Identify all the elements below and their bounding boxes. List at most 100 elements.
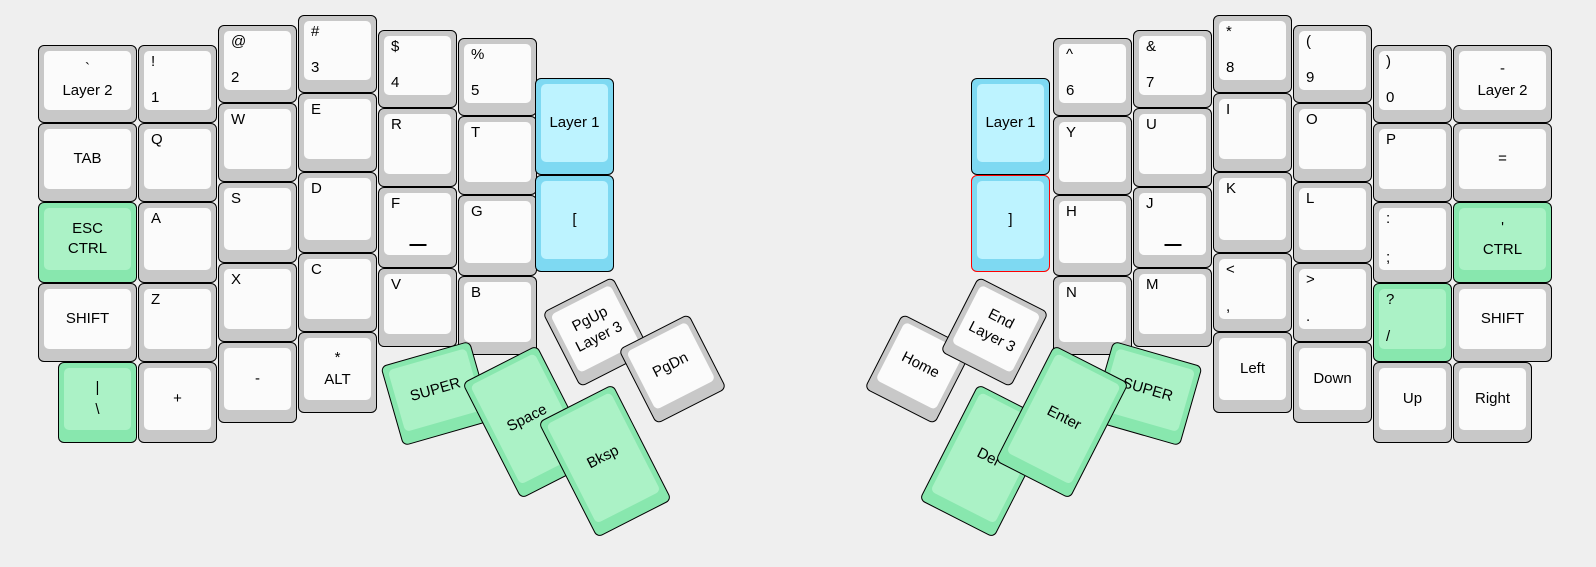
- key-legend-main: 3: [311, 59, 320, 77]
- key-f[interactable]: F: [378, 187, 457, 268]
- key-t[interactable]: T: [458, 116, 537, 195]
- key-legend-main: Y: [1066, 124, 1077, 141]
- key-1[interactable]: !1: [138, 45, 217, 123]
- key-layer1-right[interactable]: Layer 1: [971, 78, 1050, 175]
- key-c[interactable]: C: [298, 253, 377, 332]
- key-legend-main: SUPER: [1120, 373, 1175, 405]
- key-down[interactable]: Down: [1293, 342, 1372, 423]
- key-legend-main: =: [1498, 149, 1507, 167]
- key-i[interactable]: I: [1213, 93, 1292, 172]
- key-left[interactable]: Left: [1213, 332, 1292, 413]
- key-legend-main: O: [1306, 111, 1318, 128]
- key-s[interactable]: S: [218, 182, 297, 263]
- key-8[interactable]: *8: [1213, 15, 1292, 93]
- key-quote-ctrl[interactable]: 'CTRL: [1453, 202, 1552, 283]
- key-layer1-left[interactable]: Layer 1: [535, 78, 614, 175]
- key-l[interactable]: L: [1293, 182, 1372, 263]
- key-shift-left[interactable]: SHIFT: [38, 283, 137, 362]
- key-equals[interactable]: =: [1453, 123, 1552, 202]
- key-legend-main: +: [173, 389, 182, 407]
- key-layer2-grave[interactable]: `Layer 2: [38, 45, 137, 123]
- key-v[interactable]: V: [378, 268, 457, 347]
- key-legend-main: .: [1306, 308, 1311, 326]
- key-legend-main: ALT: [324, 370, 351, 388]
- key-bracket-right[interactable]: ]: [971, 175, 1050, 272]
- key-legend-main: 4: [391, 74, 400, 92]
- key-legend-main: C: [311, 261, 322, 278]
- key-4[interactable]: $4: [378, 30, 457, 108]
- key-z[interactable]: Z: [138, 283, 217, 362]
- key-legend-main: Layer 1: [549, 113, 600, 131]
- key-legend-top: |: [95, 378, 100, 396]
- key-legend-main: ,: [1226, 298, 1231, 316]
- key-k[interactable]: K: [1213, 172, 1292, 253]
- key-legend-top: %: [471, 46, 485, 63]
- key-w[interactable]: W: [218, 103, 297, 182]
- key-u[interactable]: U: [1133, 108, 1212, 187]
- key-slash[interactable]: ?/: [1373, 283, 1452, 362]
- homing-bar-icon: [1164, 244, 1181, 246]
- key-o[interactable]: O: [1293, 103, 1372, 182]
- key-e[interactable]: E: [298, 93, 377, 172]
- key-legend-main: H: [1066, 203, 1077, 220]
- key-legend-main: R: [391, 116, 402, 133]
- key-legend-main: /: [1386, 328, 1391, 346]
- key-legend-main: 2: [231, 69, 240, 87]
- key-a[interactable]: A: [138, 202, 217, 283]
- key-period[interactable]: >.: [1293, 263, 1372, 342]
- key-y[interactable]: Y: [1053, 116, 1132, 195]
- key-p[interactable]: P: [1373, 123, 1452, 202]
- key-legend-main: \: [95, 400, 100, 418]
- key-m[interactable]: M: [1133, 268, 1212, 347]
- key-h[interactable]: H: [1053, 195, 1132, 276]
- key-legend-top: (: [1306, 33, 1311, 50]
- key-layer2-minus[interactable]: -Layer 2: [1453, 45, 1552, 123]
- key-3[interactable]: #3: [298, 15, 377, 93]
- key-d[interactable]: D: [298, 172, 377, 253]
- key-5[interactable]: %5: [458, 38, 537, 116]
- key-legend-main: [: [572, 210, 577, 228]
- key-j[interactable]: J: [1133, 187, 1212, 268]
- key-legend-main: SHIFT: [1480, 309, 1525, 327]
- key-right[interactable]: Right: [1453, 362, 1532, 443]
- key-legend-main: S: [231, 190, 242, 207]
- key-legend-top: !: [151, 53, 156, 70]
- key-up[interactable]: Up: [1373, 362, 1452, 443]
- key-7[interactable]: &7: [1133, 30, 1212, 108]
- key-g[interactable]: G: [458, 195, 537, 276]
- key-legend-top: <: [1226, 261, 1235, 278]
- key-legend-main: X: [231, 271, 242, 288]
- key-legend-top: &: [1146, 38, 1157, 55]
- key-pipe-backslash[interactable]: |\: [58, 362, 137, 443]
- key-6[interactable]: ^6: [1053, 38, 1132, 116]
- key-legend-main: 1: [151, 89, 160, 107]
- key-legend-main: Home: [898, 348, 943, 382]
- key-bracket-left[interactable]: [: [535, 175, 614, 272]
- key-legend-main: ;: [1386, 249, 1391, 267]
- key-2[interactable]: @2: [218, 25, 297, 103]
- key-legend-main: V: [391, 276, 402, 293]
- key-q[interactable]: Q: [138, 123, 217, 202]
- key-plus[interactable]: +: [138, 362, 217, 443]
- key-tab[interactable]: TAB: [38, 123, 137, 202]
- key-n[interactable]: N: [1053, 276, 1132, 355]
- key-shift-right[interactable]: SHIFT: [1453, 283, 1552, 362]
- key-legend-top: ): [1386, 53, 1391, 70]
- key-alt[interactable]: * ALT: [298, 332, 377, 413]
- key-legend-main: 9: [1306, 69, 1315, 87]
- key-legend-main: SUPER: [408, 373, 463, 405]
- key-legend-main: CTRL: [1482, 240, 1523, 258]
- key-legend-main: TAB: [73, 149, 102, 167]
- key-0[interactable]: )0: [1373, 45, 1452, 123]
- key-9[interactable]: (9: [1293, 25, 1372, 103]
- key-legend-top: *: [334, 348, 341, 366]
- key-r[interactable]: R: [378, 108, 457, 187]
- key-comma[interactable]: <,: [1213, 253, 1292, 332]
- key-semicolon[interactable]: :;: [1373, 202, 1452, 283]
- key-b[interactable]: B: [458, 276, 537, 355]
- key-minus[interactable]: -: [218, 342, 297, 423]
- key-legend-main: Right: [1474, 389, 1511, 407]
- key-x[interactable]: X: [218, 263, 297, 342]
